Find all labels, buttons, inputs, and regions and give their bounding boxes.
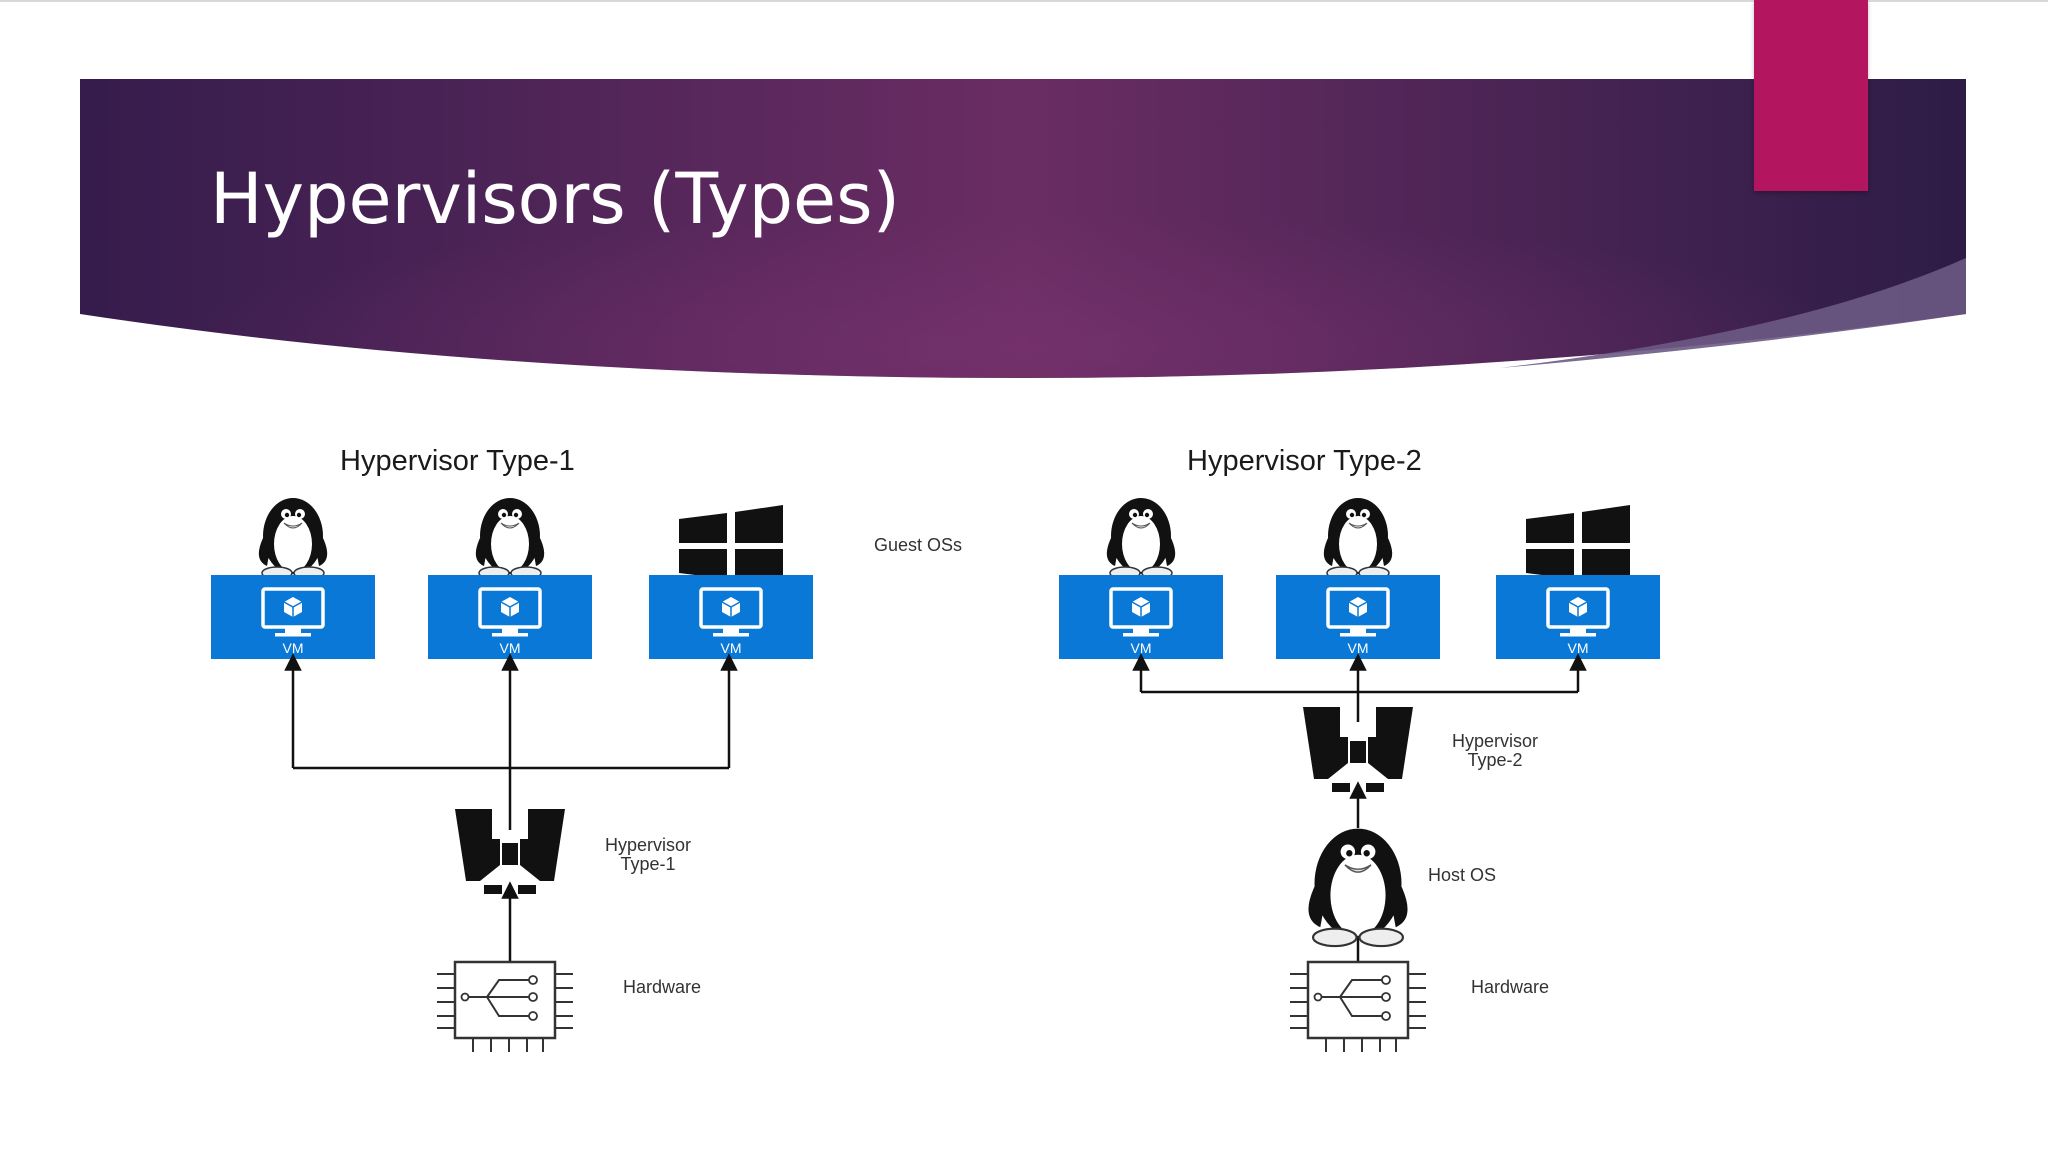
type1-hardware-label: Hardware (623, 977, 702, 997)
vm-label: VM (1130, 640, 1152, 656)
type1-connectors (284, 653, 738, 962)
host-os-tux-icon (1307, 827, 1409, 948)
hypervisor-type2-label-line2: Type-2 (1467, 749, 1523, 770)
linux-tux-icon (1323, 497, 1393, 580)
windows-logo-icon (679, 505, 783, 585)
slide-top-edge (0, 0, 2048, 2)
type2-connectors (1132, 653, 1587, 962)
type1-title: Hypervisor Type-1 (340, 445, 575, 477)
vm-label: VM (1567, 640, 1589, 656)
type2-title: Hypervisor Type-2 (1187, 445, 1422, 477)
hardware-chip-icon (1288, 960, 1428, 1054)
type2-guest-os-icons (1106, 497, 1630, 585)
linux-tux-icon (1106, 497, 1176, 580)
title-banner (80, 79, 1966, 378)
hypervisor-type2-label-line1: Hypervisor (1451, 731, 1539, 751)
slide-title: Hypervisors (Types) (210, 158, 900, 240)
hypervisor-type1-label: Hypervisor Type-1 (588, 836, 708, 874)
hypervisor-type1-label-line1: Hypervisor (604, 835, 692, 855)
type1-guest-os-icons (258, 497, 783, 585)
guest-os-label: Guest OSs (874, 535, 963, 555)
vm-label: VM (282, 640, 304, 656)
linux-tux-icon (475, 497, 545, 580)
vm-label: VM (720, 640, 742, 656)
type2-hardware-label: Hardware (1471, 977, 1550, 997)
host-os-label: Host OS (1428, 865, 1497, 885)
pink-accent-bar (1754, 0, 1868, 191)
hardware-chip-icon (435, 960, 575, 1054)
windows-logo-icon (1526, 505, 1630, 585)
hypervisor-type2-label: Hypervisor Type-2 (1435, 732, 1555, 770)
vm-label: VM (499, 640, 521, 656)
linux-tux-icon (258, 497, 328, 580)
hypervisor-type1-label-line2: Type-1 (620, 853, 676, 874)
vm-label: VM (1347, 640, 1369, 656)
